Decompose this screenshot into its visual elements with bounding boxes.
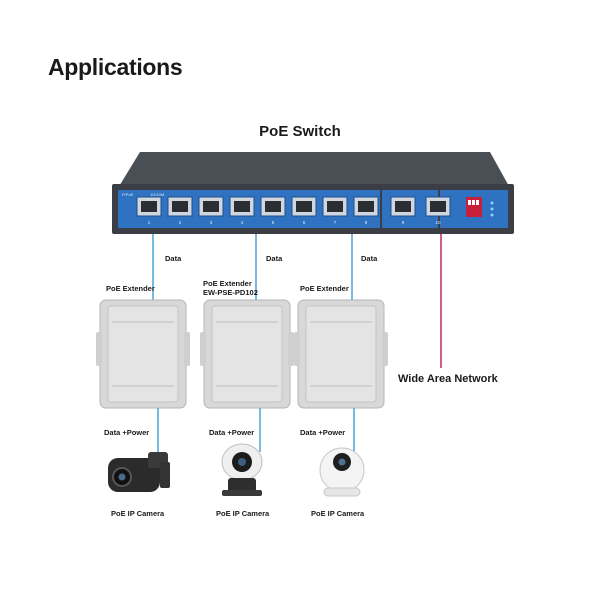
camera-lens-glass [338, 458, 346, 466]
switch-indicator-label-1: P/PoE [122, 192, 134, 197]
extender-face [107, 305, 179, 403]
data-power-label-2: Data +Power [209, 428, 255, 437]
status-led [490, 201, 494, 205]
extender-label-2-name: PoE Extender [203, 279, 252, 288]
poe-extender-2 [200, 299, 294, 409]
switch-top-panel [118, 152, 510, 188]
port-number-label: 4 [241, 220, 244, 225]
extender-model: EW-PSE-PD102 [203, 288, 258, 297]
data-power-label-1: Data +Power [104, 428, 150, 437]
dip-switch-lever [476, 200, 479, 205]
camera-label-1: PoE IP Camera [111, 509, 165, 518]
port-number-label: 7 [334, 220, 337, 225]
switch-ports: 1 2 3 4 5 6 7 8 9 10 [136, 196, 451, 225]
status-led [490, 213, 494, 217]
ethernet-port-socket [172, 201, 188, 212]
switch-indicator-label-2: 1G/10M [150, 192, 164, 197]
extender-label-3: PoE Extender [300, 284, 349, 293]
wan-label: Wide Area Network [398, 373, 498, 385]
camera-label-2: PoE IP Camera [216, 509, 270, 518]
page-heading: Applications [48, 54, 183, 80]
extender-face [305, 305, 377, 403]
ethernet-port-socket [141, 201, 157, 212]
dome-camera-icon [319, 447, 365, 497]
ethernet-port-socket [203, 201, 219, 212]
port-number-label: 2 [179, 220, 182, 225]
extender-label-2: PoE Extender EW-PSE-PD102 [203, 279, 258, 297]
camera-lens-glass [118, 473, 126, 481]
poe-extender-3 [294, 299, 388, 409]
extender-ear [200, 332, 206, 366]
extender-ear [382, 332, 388, 366]
port-number-label: 3 [210, 220, 213, 225]
bullet-camera-icon [108, 452, 170, 492]
camera-stand [222, 490, 262, 496]
port-number-label: 1 [148, 220, 151, 225]
poe-extender-1 [96, 299, 190, 409]
data-label-1: Data [165, 254, 182, 263]
extender-ear [96, 332, 102, 366]
data-label-3: Data [361, 254, 378, 263]
port-number-label: 5 [272, 220, 275, 225]
ethernet-port-socket [296, 201, 312, 212]
extender-ear [288, 332, 294, 366]
port-number-label: 6 [303, 220, 306, 225]
camera-label-3: PoE IP Camera [311, 509, 365, 518]
dip-switch-lever [468, 200, 471, 205]
extender-ear [294, 332, 300, 366]
port-number-label: 10 [435, 220, 441, 225]
camera-base [323, 487, 361, 497]
port-number-label: 8 [365, 220, 368, 225]
camera-lens-glass [238, 458, 246, 466]
ethernet-port-socket [430, 201, 446, 212]
ethernet-port-socket [234, 201, 250, 212]
status-led [490, 207, 494, 211]
poe-switch: 1 2 3 4 5 6 7 8 9 10 P/PoE 1G/10M [112, 152, 514, 234]
port-number-label: 9 [402, 220, 405, 225]
ethernet-port-socket [327, 201, 343, 212]
ethernet-port-socket [358, 201, 374, 212]
ethernet-port-socket [265, 201, 281, 212]
extender-label-1: PoE Extender [106, 284, 155, 293]
data-label-2: Data [266, 254, 283, 263]
switch-title: PoE Switch [259, 123, 341, 140]
dip-switch-lever [472, 200, 475, 205]
ptz-camera-icon [221, 443, 263, 496]
extender-face [211, 305, 283, 403]
data-power-label-3: Data +Power [300, 428, 346, 437]
ethernet-port-socket [395, 201, 411, 212]
extender-ear [184, 332, 190, 366]
camera-mount [160, 462, 170, 488]
